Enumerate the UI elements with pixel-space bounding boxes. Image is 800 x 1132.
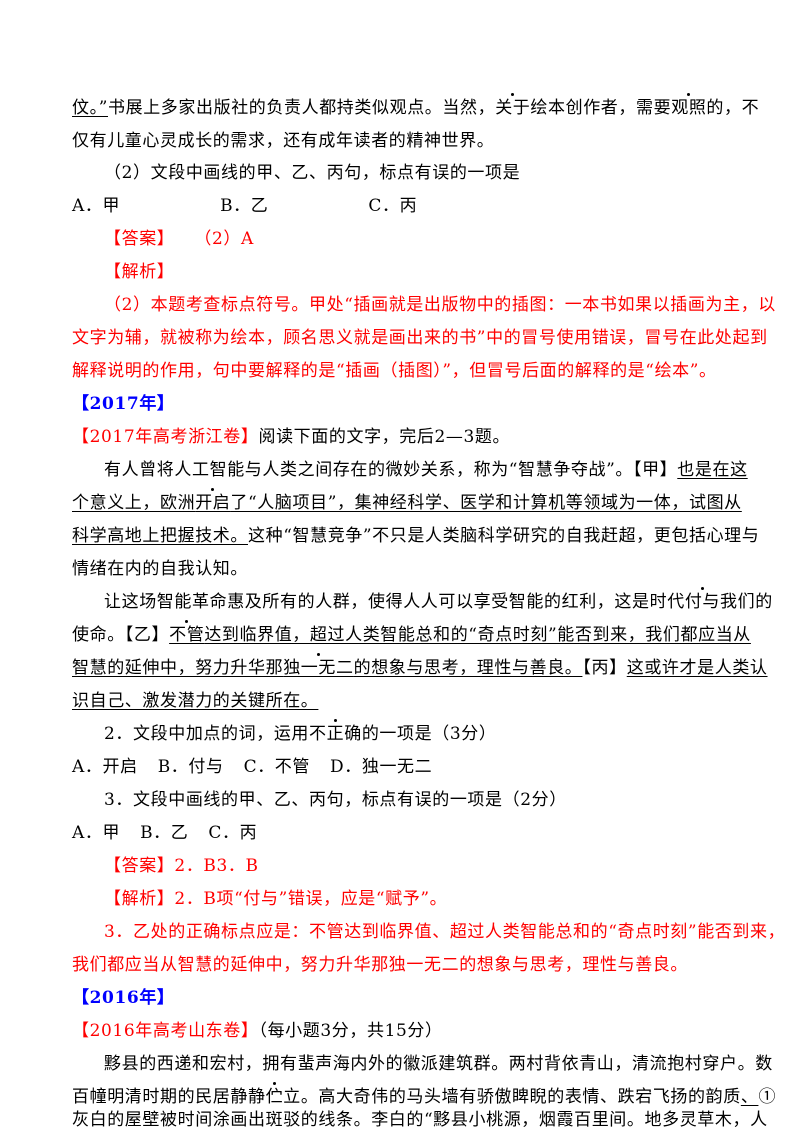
dotted-word: 独一无二 [283,658,354,678]
source-text: （每小题3分，共15分） [258,1021,443,1041]
underlined-sentence-bing: 这或许才是人类认 [626,658,768,678]
source-text: 阅读下面的文字，完后2—3题。 [258,427,511,447]
underlined-sentence-jia: 也是在这 [677,460,748,480]
text-fragment: 智慧的延伸中，努力升华那 [72,658,284,678]
year-heading-2016: 【2016年】 [72,988,175,1008]
text-fragment: 【丙】 [582,658,627,678]
option-d: D．独一无二 [330,757,433,777]
text-line: 百幢明清时期的民居静静伫立。高大奇伟的马头墙有骄傲睥睨的表情、跌宕飞扬的韵质、① [72,1086,776,1108]
source-tag: 【2017年高考浙江卷】 [72,427,259,447]
options-line: A．甲 B．乙 C．丙 [72,195,417,217]
analysis-text: 我们都应当从智慧的延伸中，努力升华那独一无二的想象与思考，理性与善良。 [72,955,688,975]
option-a: A．甲 [72,823,121,843]
option-b: B．乙 [140,823,189,843]
text-fragment: 这种“智慧竞争”不只是人类脑科学研究的自我赶超，更包括心理与 [248,526,760,546]
text-line: 仅有儿童心灵成长的需求，还有成年读者的精神世界。 [72,131,495,151]
answer-tag: 【答案】 [104,229,175,249]
text-fragment: 让这场智能革命惠及所有的人群，使得人人可以享受智能的红利，这是时代 [104,592,685,612]
text-fragment: 的，不 [706,98,760,118]
analysis-text: （2）本题考查标点符号。甲处“插画就是出版物中的插图：一本书如果以插画为主，以 [104,295,776,315]
question-2: （2）文段中画线的甲、乙、丙句，标点有误的一项是 [104,163,521,183]
source-line: 【2016年高考山东卷】（每小题3分，共15分） [72,1020,443,1042]
text-fragment: 有人曾将人工智能与人类之间存在的微妙关系，称为“智慧争夺战”。【甲】 [104,460,678,480]
text-fragment: 书展上多家出版社的负责人都持类似观点。当然， [108,98,496,118]
dotted-word: 不管 [169,625,205,645]
dotted-word: 不正确 [309,724,362,744]
text-line: 黟县的西递和宏村，拥有蜚声海内外的徽派建筑群。两村背依青山，清流抱村穿户。数 [104,1054,773,1074]
answer-value: （2）A [194,229,254,249]
text-fragment: 识自己、激发潜力的关键所在。 [72,691,319,711]
option-c: C．丙 [368,196,418,216]
text-fragment: 立。高大奇伟的马头墙有骄傲睥睨的表情、跌宕飞扬的韵质 [283,1087,741,1107]
text-fragment: 百幢明清时期的民居静静 [72,1087,266,1107]
text-line: 情绪在内的自我认知。 [72,559,248,579]
text-fragment: 绘本创作者，需要 [530,98,672,118]
dotted-word: 观照 [671,98,707,118]
option-a: A．甲 [72,196,121,216]
options-line: A．开启 B．付与 C．不管 D．独一无二 [72,756,432,778]
answer-line: 【答案】2．B3．B [104,856,259,876]
source-line: 【2017年高考浙江卷】阅读下面的文字，完后2—3题。 [72,426,510,448]
option-c: C．丙 [208,823,258,843]
analysis-tag: 【解析】 [104,262,175,282]
dotted-word: 付与 [684,592,721,612]
answer-line: 【答案】 （2）A [104,228,254,250]
analysis-text: 【解析】2．B项“付与”错误，应是“赋予”。 [104,889,448,909]
year-heading-2017: 【2017年】 [72,394,175,414]
option-b: B．乙 [220,196,269,216]
text-line: 识自己、激发潜力的关键所在。 [72,690,318,712]
text-fragment: 的想象与思考，理性与善良。 [353,658,583,678]
text-line: 使命。【乙】不管达到临界值，超过人类智能总和的“奇点时刻”能否到来，我们都应当从 [72,624,751,646]
dotted-word: 伫 [265,1087,284,1107]
analysis-text: 文字为辅，就被称为绘本，顾名思义就是画出来的书”中的冒号使用错误，冒号在此处起到 [72,328,768,348]
dotted-word: 关于 [495,98,531,118]
text-line: 有人曾将人工智能与人类之间存在的微妙关系，称为“智慧争夺战”。【甲】也是在这 [104,459,748,481]
analysis-text: 解释说明的作用，句中要解释的是“插画（插图）”，但冒号后面的解释的是“绘本”。 [72,361,717,381]
circled-number: ① [758,1087,777,1107]
source-tag: 【2016年高考山东卷】 [72,1021,259,1041]
text-line: 个意义上，欧洲开启了“人脑项目”，集神经科学、医学和计算机等领域为一体，试图从 [72,492,742,514]
question-3: 3．文段中画线的甲、乙、丙句，标点有误的一项是（2分） [104,790,567,810]
text-fragment: 个意义上，欧洲 [72,493,196,513]
text-line: 灰白的屋壁被时间涂画出斑驳的线条。李白的“黟县小桃源，烟霞百里间。地多灵草木，人 [72,1110,768,1130]
text-fragment: 、 [740,1087,759,1107]
option-a: A．开启 [72,757,138,777]
text-line: 伩。”书展上多家出版社的负责人都持类似观点。当然，关于绘本创作者，需要观照的，不 [72,97,759,119]
underlined-sentence-yi: 达到临界值，超过人类智能总和的“奇点时刻”能否到来，我们都应当从 [204,625,751,645]
text-line: 让这场智能革命惠及所有的人群，使得人人可以享受智能的红利，这是时代付与我们的 [104,591,773,613]
option-c: C．不管 [243,757,311,777]
text-line: 科学高地上把握技术。这种“智慧竞争”不只是人类脑科学研究的自我赶超，更包括心理与 [72,525,759,547]
text-line: 智慧的延伸中，努力升华那独一无二的想象与思考，理性与善良。【丙】这或许才是人类认 [72,657,768,679]
options-line: A．甲 B．乙 C．丙 [72,822,257,844]
option-b: B．付与 [157,757,224,777]
text-fragment: 科学高地上把握技术。 [72,526,248,546]
text-fragment: 伩。” [72,98,108,118]
dotted-word: 开启 [195,493,231,513]
text-fragment: 使命。【乙】 [72,625,170,645]
text-fragment: 2．文段中加点的词，运用 [104,724,310,744]
text-fragment: 的一项是（3分） [361,724,497,744]
question-2: 2．文段中加点的词，运用不正确的一项是（3分） [104,723,496,745]
analysis-text: 3．乙处的正确标点应是：不管达到临界值、超过人类智能总和的“奇点时刻”能否到来， [104,922,786,942]
text-fragment: 我们的 [720,592,773,612]
text-fragment: 了“人脑项目”，集神经科学、医学和计算机等领域为一体，试图从 [230,493,742,513]
